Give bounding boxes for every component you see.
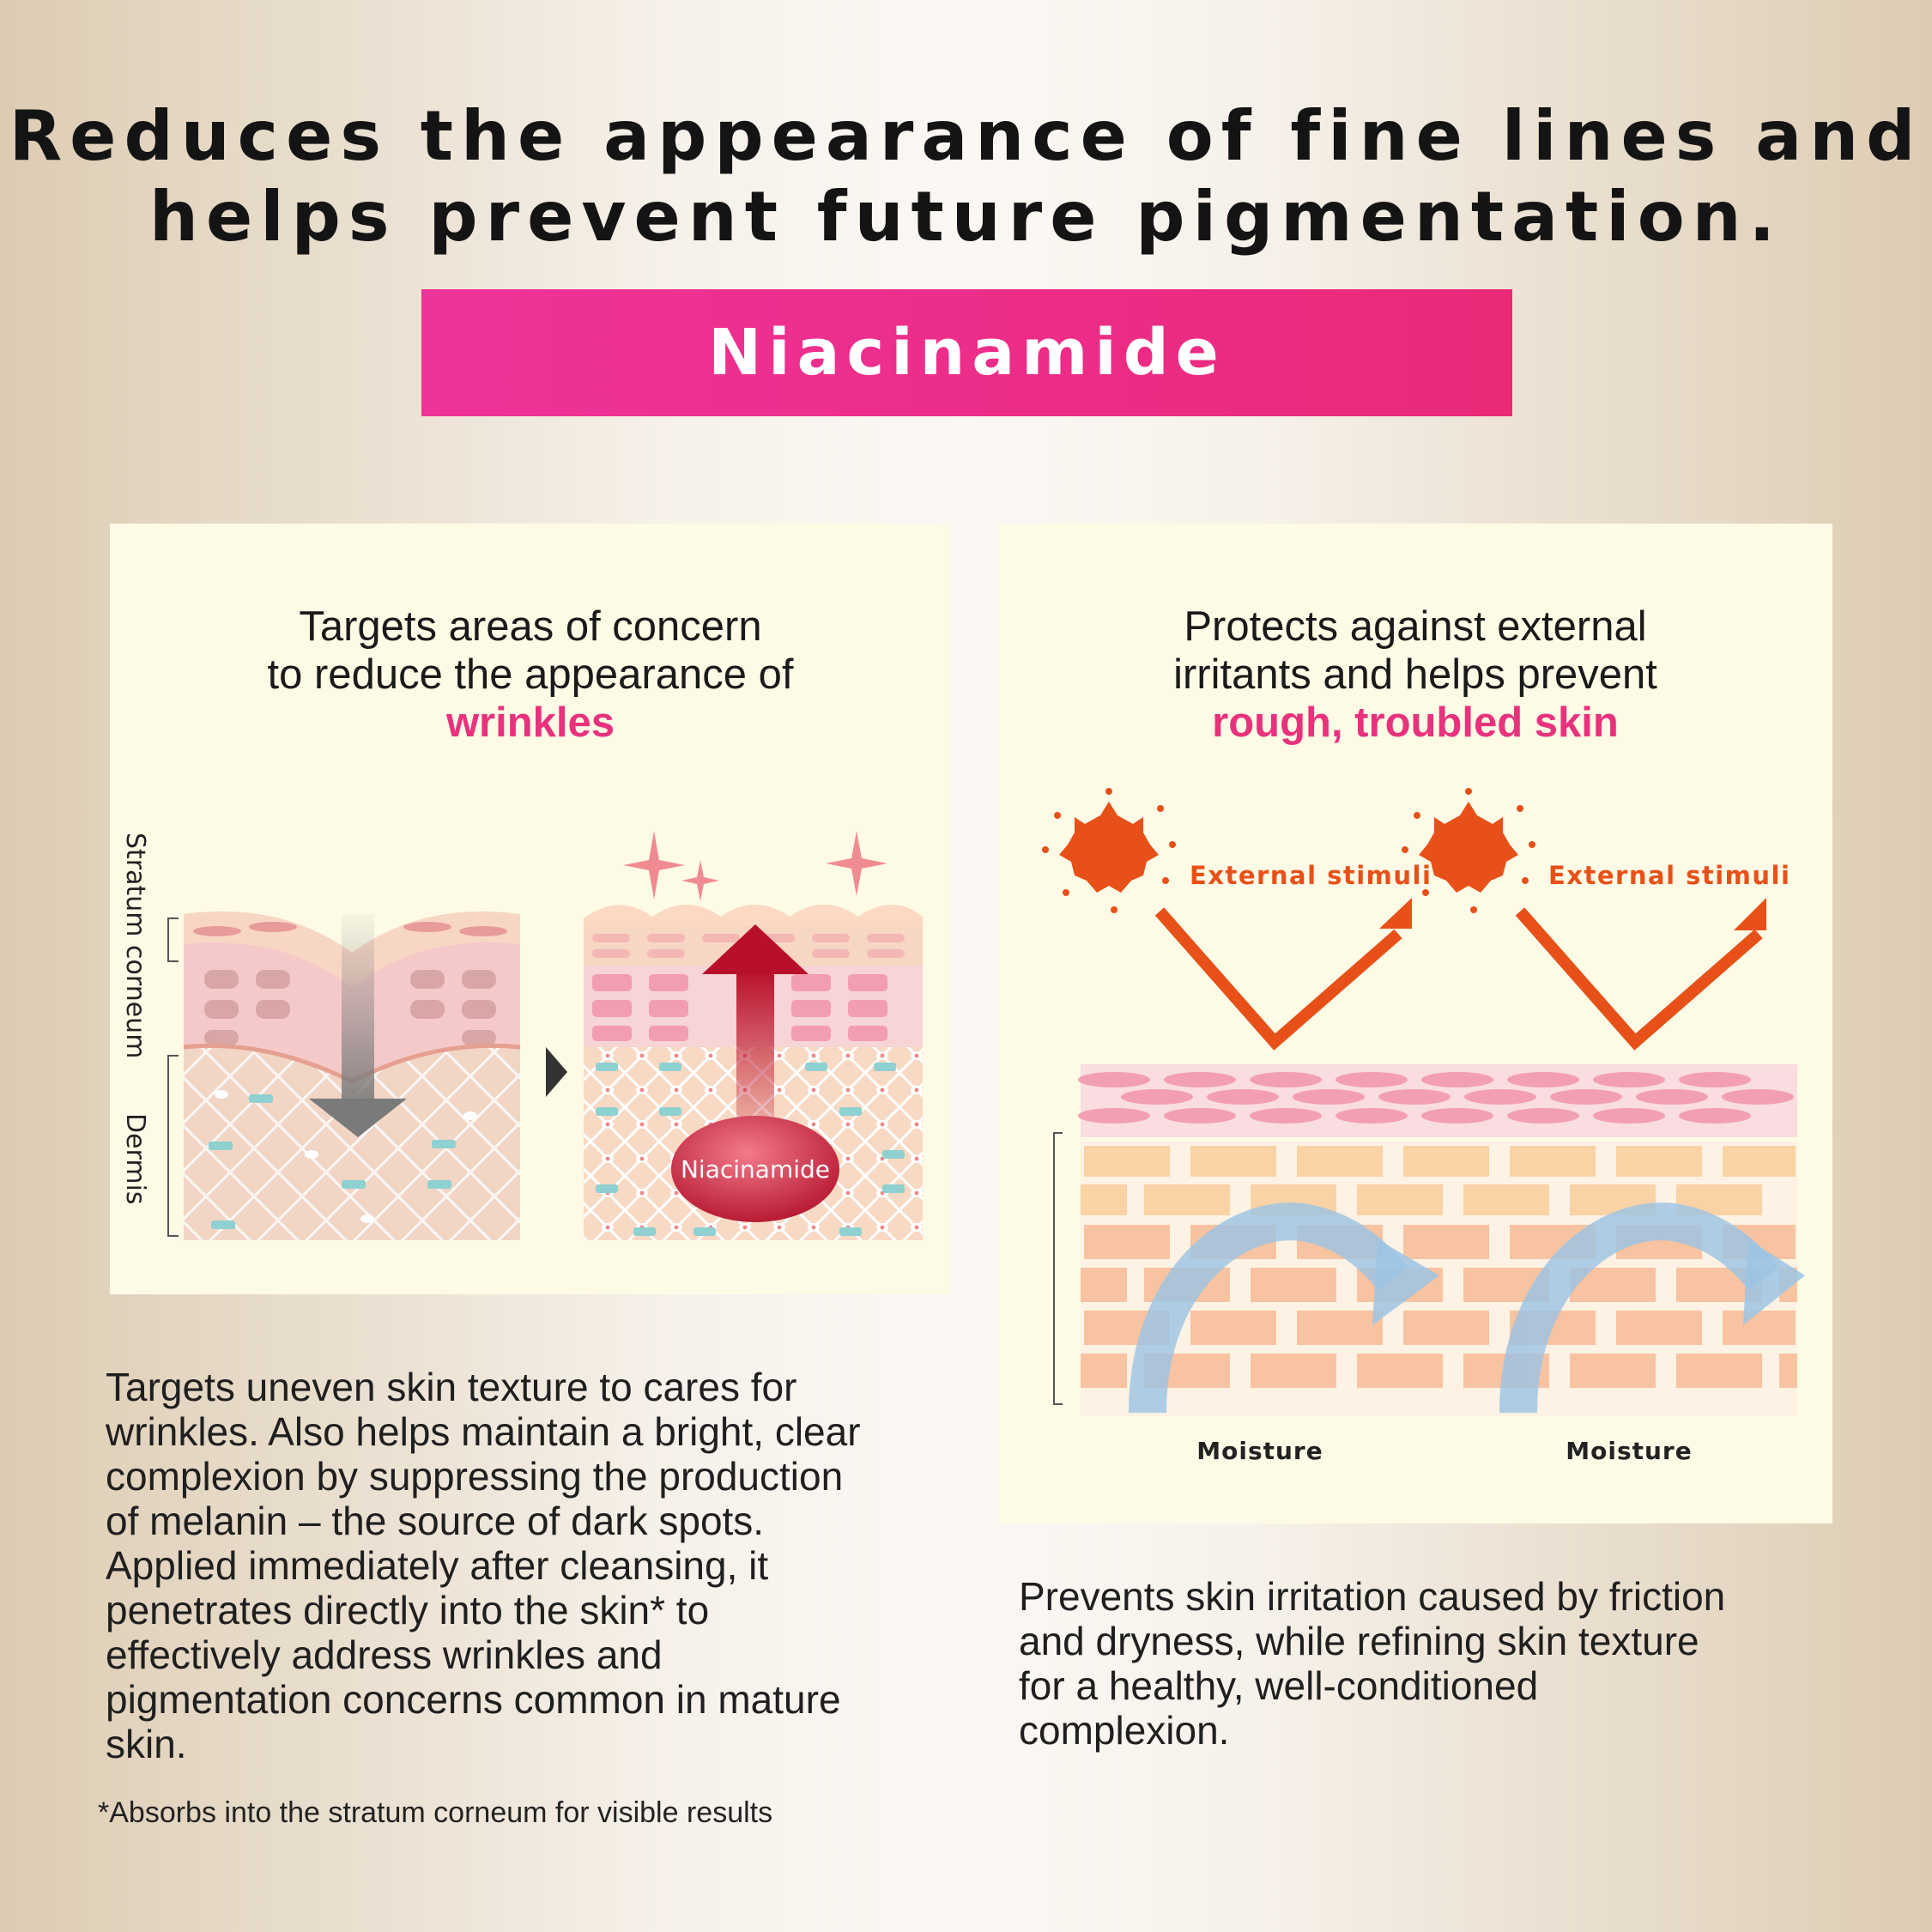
wrinkle-panel-title: Targets areas of concern to reduce the a… — [110, 603, 951, 747]
wrinkle-description-line: effectively address wrinkles and — [106, 1632, 663, 1677]
wrinkle-description-line: wrinkles. Also helps maintain a bright, … — [106, 1409, 861, 1454]
protection-description-line: and dryness, while refining skin texture — [1019, 1619, 1699, 1663]
stratum-bracket — [167, 918, 179, 962]
barrier-bricks — [1081, 1142, 1797, 1416]
moisture-arrow-icon — [1129, 1202, 1408, 1414]
stratum-corneum-label: Stratum corneum — [120, 833, 150, 1058]
wrinkle-description-line: penetrates directly into the skin* to — [106, 1588, 710, 1632]
sun-icon — [1402, 788, 1535, 913]
protection-panel: Protects against external irritants and … — [998, 524, 1832, 1523]
headline-line-1: Reduces the appearance of fine lines and — [9, 96, 1923, 176]
protection-title-line-2: irritants and helps prevent — [1173, 651, 1657, 698]
skin-diagram-wrinkle: Stratum corneum Dermis — [120, 831, 923, 1240]
headline: Reduces the appearance of fine lines and… — [0, 96, 1932, 257]
wrinkle-description-line: Targets uneven skin texture to cares for — [106, 1365, 797, 1409]
arrowhead-icon — [1734, 898, 1766, 930]
arrowhead-icon — [1379, 898, 1412, 929]
moisture-label-1: Moisture — [1196, 1437, 1323, 1465]
wrinkle-title-line-1: Targets areas of concern — [299, 603, 762, 650]
wrinkle-description-line: of melanin – the source of dark spots. — [106, 1499, 765, 1543]
ingredient-badge: Niacinamide — [421, 289, 1512, 416]
protection-title-line-1: Protects against external — [1184, 603, 1647, 650]
protection-title-accent: rough, troubled skin — [1212, 700, 1619, 746]
sparkle-icons — [623, 831, 887, 901]
dermis-bracket — [167, 1055, 179, 1237]
wrinkle-title-accent: wrinkles — [445, 700, 615, 746]
wrinkle-title-line-2: to reduce the appearance of — [267, 651, 794, 698]
external-stimuli-label-2: External stimuli — [1548, 861, 1790, 890]
deflection-arrows — [1154, 907, 1763, 1051]
barrier-bracket — [1053, 1132, 1063, 1405]
moisture-label-2: Moisture — [1566, 1437, 1692, 1465]
wrinkle-description-line: skin. — [106, 1722, 187, 1766]
skin-after: Niacinamide — [584, 831, 923, 1240]
dermis-label: Dermis — [120, 1113, 150, 1205]
skin-before — [183, 911, 521, 1240]
wrinkle-panel: Targets areas of concern to reduce the a… — [110, 524, 951, 1294]
barrier-surface — [1078, 1064, 1797, 1137]
protection-description-line: for a healthy, well-conditioned — [1019, 1663, 1539, 1708]
deflection-arrow-icon — [1154, 907, 1402, 1051]
headline-line-2: helps prevent future pigmentation. — [148, 177, 1784, 257]
sun-icon — [1042, 788, 1176, 913]
deflection-arrow-icon — [1515, 907, 1763, 1051]
transition-arrow — [546, 1047, 567, 1097]
moisture-arrowhead-icon — [1743, 1239, 1805, 1325]
sparkle-icon — [681, 860, 719, 901]
external-stimuli-label-1: External stimuli — [1190, 861, 1432, 890]
footnote: *Absorbs into the stratum corneum for vi… — [98, 1796, 773, 1829]
moisture-arrowhead-icon — [1372, 1239, 1439, 1325]
niacinamide-bubble — [671, 1116, 839, 1222]
moisture-arrow-icon — [1499, 1202, 1779, 1414]
moisture-arrows — [1129, 1202, 1779, 1414]
protection-description-line: Prevents skin irritation caused by frict… — [1019, 1574, 1726, 1619]
protection-description-line: complexion. — [1019, 1708, 1230, 1753]
sparkle-icon — [623, 831, 685, 899]
skin-diagram-barrier: External stimuli External stimuli — [1042, 788, 1805, 1465]
protection-panel-title: Protects against external irritants and … — [998, 603, 1832, 747]
wrinkle-description-line: complexion by suppressing the production — [106, 1454, 844, 1499]
wrinkle-description: Targets uneven skin texture to cares for… — [106, 1365, 861, 1766]
wrinkle-description-line: Applied immediately after cleansing, it — [106, 1543, 769, 1588]
niacinamide-bubble-label: Niacinamide — [681, 1155, 830, 1184]
wrinkle-description-line: pigmentation concerns common in mature — [106, 1677, 841, 1722]
sparkle-icon — [826, 831, 887, 896]
protection-description: Prevents skin irritation caused by frict… — [1019, 1574, 1725, 1753]
